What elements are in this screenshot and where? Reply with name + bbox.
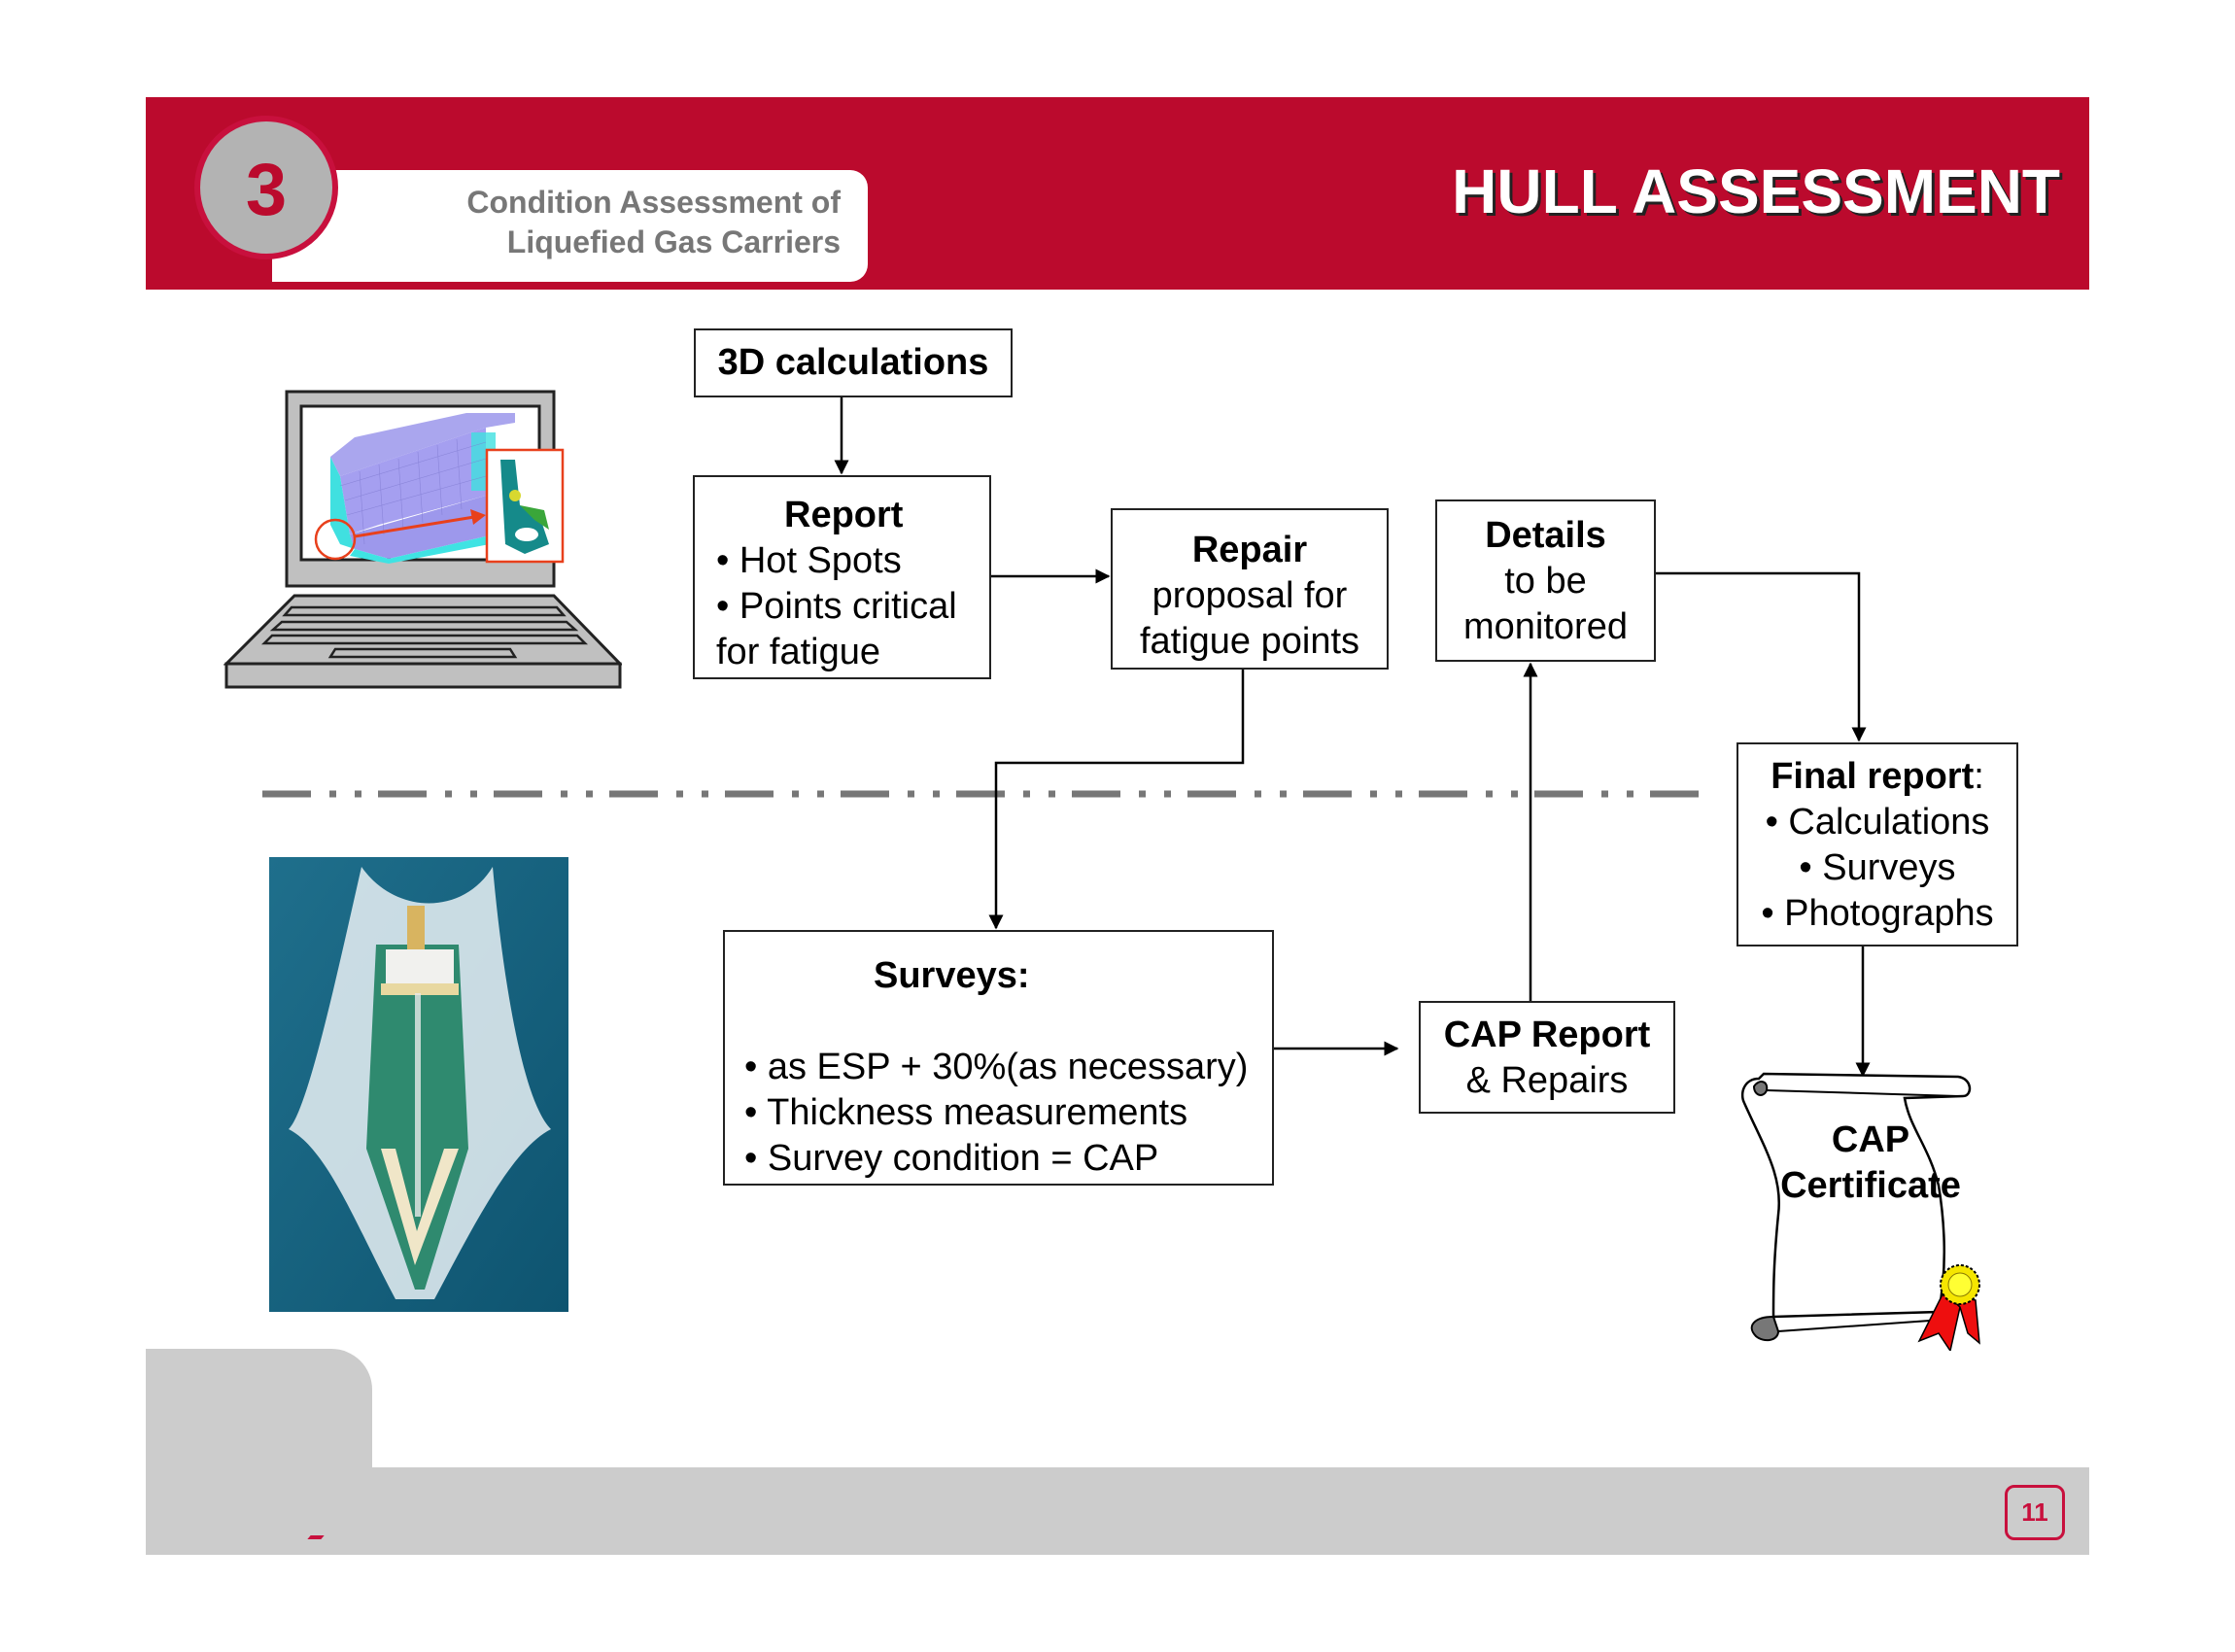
certificate-line-1: CAP	[1831, 1119, 1910, 1160]
surveys-item: • Survey condition = CAP	[744, 1138, 1159, 1179]
subtitle-line-1: Condition Assessment of	[466, 185, 841, 220]
surveys-item: • Thickness measurements	[744, 1092, 1188, 1133]
section-number-badge: 3	[194, 116, 338, 259]
header-subtitle-tab	[272, 170, 868, 282]
repair-box-line: proposal for	[1152, 575, 1348, 616]
certificate-label: CAP Certificate	[1744, 1118, 1997, 1209]
final-report-item: • Photographs	[1761, 893, 1994, 934]
page-title: HULL ASSESSMENT	[1452, 156, 2060, 226]
certificate-line-2: Certificate	[1780, 1165, 1961, 1206]
arrow-repair-to-surveys	[988, 670, 1245, 930]
report-box: Report • Hot Spots • Points critical for…	[693, 475, 991, 679]
calculations-box-title: 3D calculations	[717, 342, 989, 383]
subtitle-line-2: Liquefied Gas Carriers	[506, 224, 841, 259]
cap-report-box: CAP Report & Repairs	[1419, 1001, 1675, 1114]
repair-box: Repair proposal for fatigue points	[1111, 508, 1389, 670]
arrow-details-to-final	[1656, 571, 1867, 742]
fem-model-side	[330, 457, 355, 549]
report-item: for fatigue	[716, 632, 880, 672]
final-report-item: • Calculations	[1765, 802, 1990, 843]
surveys-box-title: Surveys:	[874, 955, 1030, 996]
cap-report-line: & Repairs	[1465, 1060, 1629, 1101]
surveys-box: Surveys: • as ESP + 30%(as necessary) • …	[723, 930, 1274, 1186]
report-box-title: Report	[784, 495, 904, 535]
surveys-item: • as ESP + 30%(as necessary)	[744, 1047, 1249, 1087]
details-box: Details to be monitored	[1435, 499, 1656, 662]
fem-model-back	[340, 428, 486, 534]
final-report-colon: :	[1974, 756, 1984, 797]
repair-box-line: fatigue points	[1139, 621, 1360, 662]
final-report-box: Final report: • Calculations • Surveys •…	[1736, 742, 2018, 946]
details-box-line: to be	[1504, 561, 1587, 602]
report-item: • Points critical	[716, 586, 957, 627]
section-number: 3	[245, 148, 288, 231]
details-box-line: monitored	[1463, 606, 1628, 647]
repair-box-title: Repair	[1191, 530, 1308, 570]
page-number: 11	[2005, 1485, 2065, 1540]
fem-model-top	[330, 413, 515, 476]
cap-report-title: CAP Report	[1443, 1015, 1651, 1055]
gas-carrier-ship-photo	[269, 857, 568, 1312]
ribbon-seal-icon	[1917, 1264, 1980, 1351]
details-box-title: Details	[1485, 515, 1606, 556]
laptop-fem-model-image	[224, 390, 622, 689]
presentation-subtitle: Condition Assessment of Liquefied Gas Ca…	[369, 183, 841, 262]
final-report-heading: Final report:	[1738, 754, 2016, 800]
certificate-scroll-icon	[1740, 1072, 1980, 1351]
report-item: • Hot Spots	[716, 540, 902, 581]
calculations-box: 3D calculations	[694, 328, 1013, 397]
footer-bar	[146, 1467, 2089, 1555]
final-report-title: Final report	[1771, 756, 1975, 797]
final-report-item: • Surveys	[1799, 847, 1956, 888]
